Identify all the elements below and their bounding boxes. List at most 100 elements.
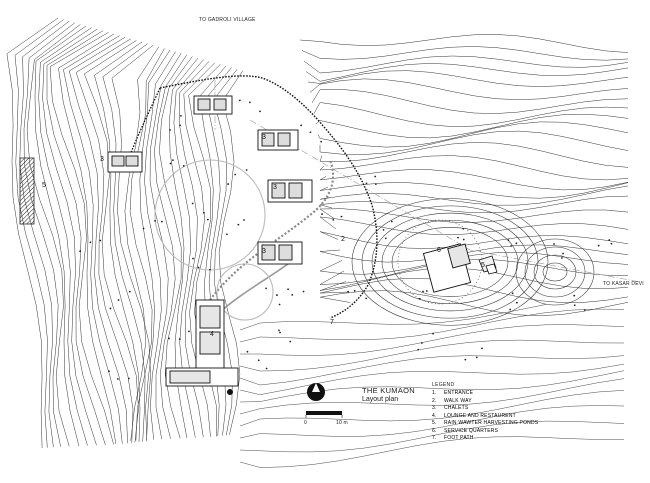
site-axis xyxy=(249,119,641,283)
tree-dot xyxy=(238,99,241,102)
tree-dot xyxy=(279,331,281,334)
contour-line xyxy=(38,27,92,446)
legend-item-label: SERVICE QUARTERS xyxy=(444,427,499,434)
legend-item-label: LOUNGE AND RESTAURENT xyxy=(444,412,516,419)
contour-ring xyxy=(351,198,549,326)
tree-dot xyxy=(507,239,510,242)
contour-line xyxy=(239,390,625,427)
legend-heading: LEGEND xyxy=(432,382,455,388)
chalet-mid-2-number: 3 xyxy=(273,184,277,191)
contour-line xyxy=(58,33,117,445)
tree-dot xyxy=(511,292,514,295)
tree-dot xyxy=(553,243,555,245)
tree-dot xyxy=(278,303,281,306)
contour-line xyxy=(301,46,629,61)
chalet-mid-1-number: 3 xyxy=(262,134,266,141)
contour-line xyxy=(102,43,148,442)
legend-item-number: 1. xyxy=(432,390,437,396)
tree-dot xyxy=(608,239,611,241)
walk-loop xyxy=(154,159,266,271)
tree-dot xyxy=(169,162,172,165)
contour-line xyxy=(305,63,629,82)
legend-item-number: 5. xyxy=(432,420,437,426)
legend-item-number: 7. xyxy=(432,435,437,441)
tree-dot xyxy=(464,358,467,361)
tree-dot xyxy=(425,290,428,292)
legend-item: 2.WALK WAY xyxy=(432,398,538,406)
legend-item-label: WALK WAY xyxy=(444,397,472,404)
contour-line xyxy=(319,155,629,181)
contour-line xyxy=(68,36,128,444)
tree-dot xyxy=(353,289,356,292)
legend-item-number: 4. xyxy=(432,412,437,419)
contour-line xyxy=(239,370,625,403)
tree-dot xyxy=(457,236,459,239)
contour-line xyxy=(159,56,193,439)
west-strip-number: 5 xyxy=(42,182,46,189)
contour-line xyxy=(239,304,547,331)
legend-item-label: FOOT PATH xyxy=(444,435,474,441)
contour-line xyxy=(19,21,70,448)
road-label-north: TO GADROLI VILLAGE xyxy=(199,17,256,23)
tree-dot xyxy=(287,288,289,291)
tree-dot xyxy=(347,290,349,293)
contour-line xyxy=(239,378,625,415)
tree-dot xyxy=(180,114,182,117)
chalet-mid-2 xyxy=(267,179,313,203)
tree-dot xyxy=(182,164,185,167)
tree-dots xyxy=(79,99,613,380)
tree-dot xyxy=(276,294,278,296)
tree-dot xyxy=(420,342,423,344)
contour-ring xyxy=(524,246,586,298)
contour-line xyxy=(313,102,629,127)
tree-dot xyxy=(417,348,420,351)
contour-line xyxy=(239,339,625,372)
contour-line xyxy=(239,355,625,386)
contour-line xyxy=(75,38,134,443)
tree-dot xyxy=(128,290,131,293)
tree-dot xyxy=(178,338,181,340)
contour-line xyxy=(319,216,629,236)
contour-line xyxy=(319,231,629,249)
contour-line xyxy=(239,363,625,395)
legend-item: 3.CHALETS xyxy=(432,405,538,413)
contour-line xyxy=(311,89,629,114)
service-quarters xyxy=(422,243,472,293)
contour-line xyxy=(319,208,629,223)
tree-dot xyxy=(225,233,228,236)
contour-line xyxy=(154,54,188,439)
tree-dot xyxy=(332,218,335,221)
contour-line xyxy=(63,35,123,444)
tree-dot xyxy=(109,307,112,310)
tree-dot xyxy=(245,169,248,171)
tree-dot xyxy=(169,129,171,131)
legend-item: 6.SERVICE QUARTERS xyxy=(432,428,538,436)
tree-dot xyxy=(192,257,194,260)
tree-dot xyxy=(202,211,205,214)
tree-dot xyxy=(99,239,102,242)
contour-line xyxy=(129,48,165,441)
ponds-number: 5 xyxy=(481,262,485,269)
tree-dot xyxy=(160,220,163,223)
contour-line xyxy=(26,24,81,447)
tree-dot xyxy=(382,228,385,231)
tree-dot xyxy=(206,218,209,221)
tree-dot xyxy=(597,244,600,247)
chalet-north xyxy=(193,95,233,115)
legend-item: 1.ENTRANCE xyxy=(432,390,538,398)
contour-line xyxy=(319,185,629,206)
tree-dot xyxy=(188,330,190,333)
contour-line xyxy=(299,34,629,53)
tree-dot xyxy=(515,242,518,245)
access-road xyxy=(159,75,378,319)
tree-dot xyxy=(257,359,260,362)
plan-title: THE KUMAON xyxy=(362,386,416,395)
tree-dot xyxy=(516,301,518,304)
legend-item-label: RAIN WAWTER HARVESTING PONDS xyxy=(444,420,539,426)
contour-line xyxy=(319,130,629,155)
contour-line xyxy=(319,195,629,214)
plan-subtitle: Layout plan xyxy=(362,396,399,403)
tree-dot xyxy=(259,110,261,113)
